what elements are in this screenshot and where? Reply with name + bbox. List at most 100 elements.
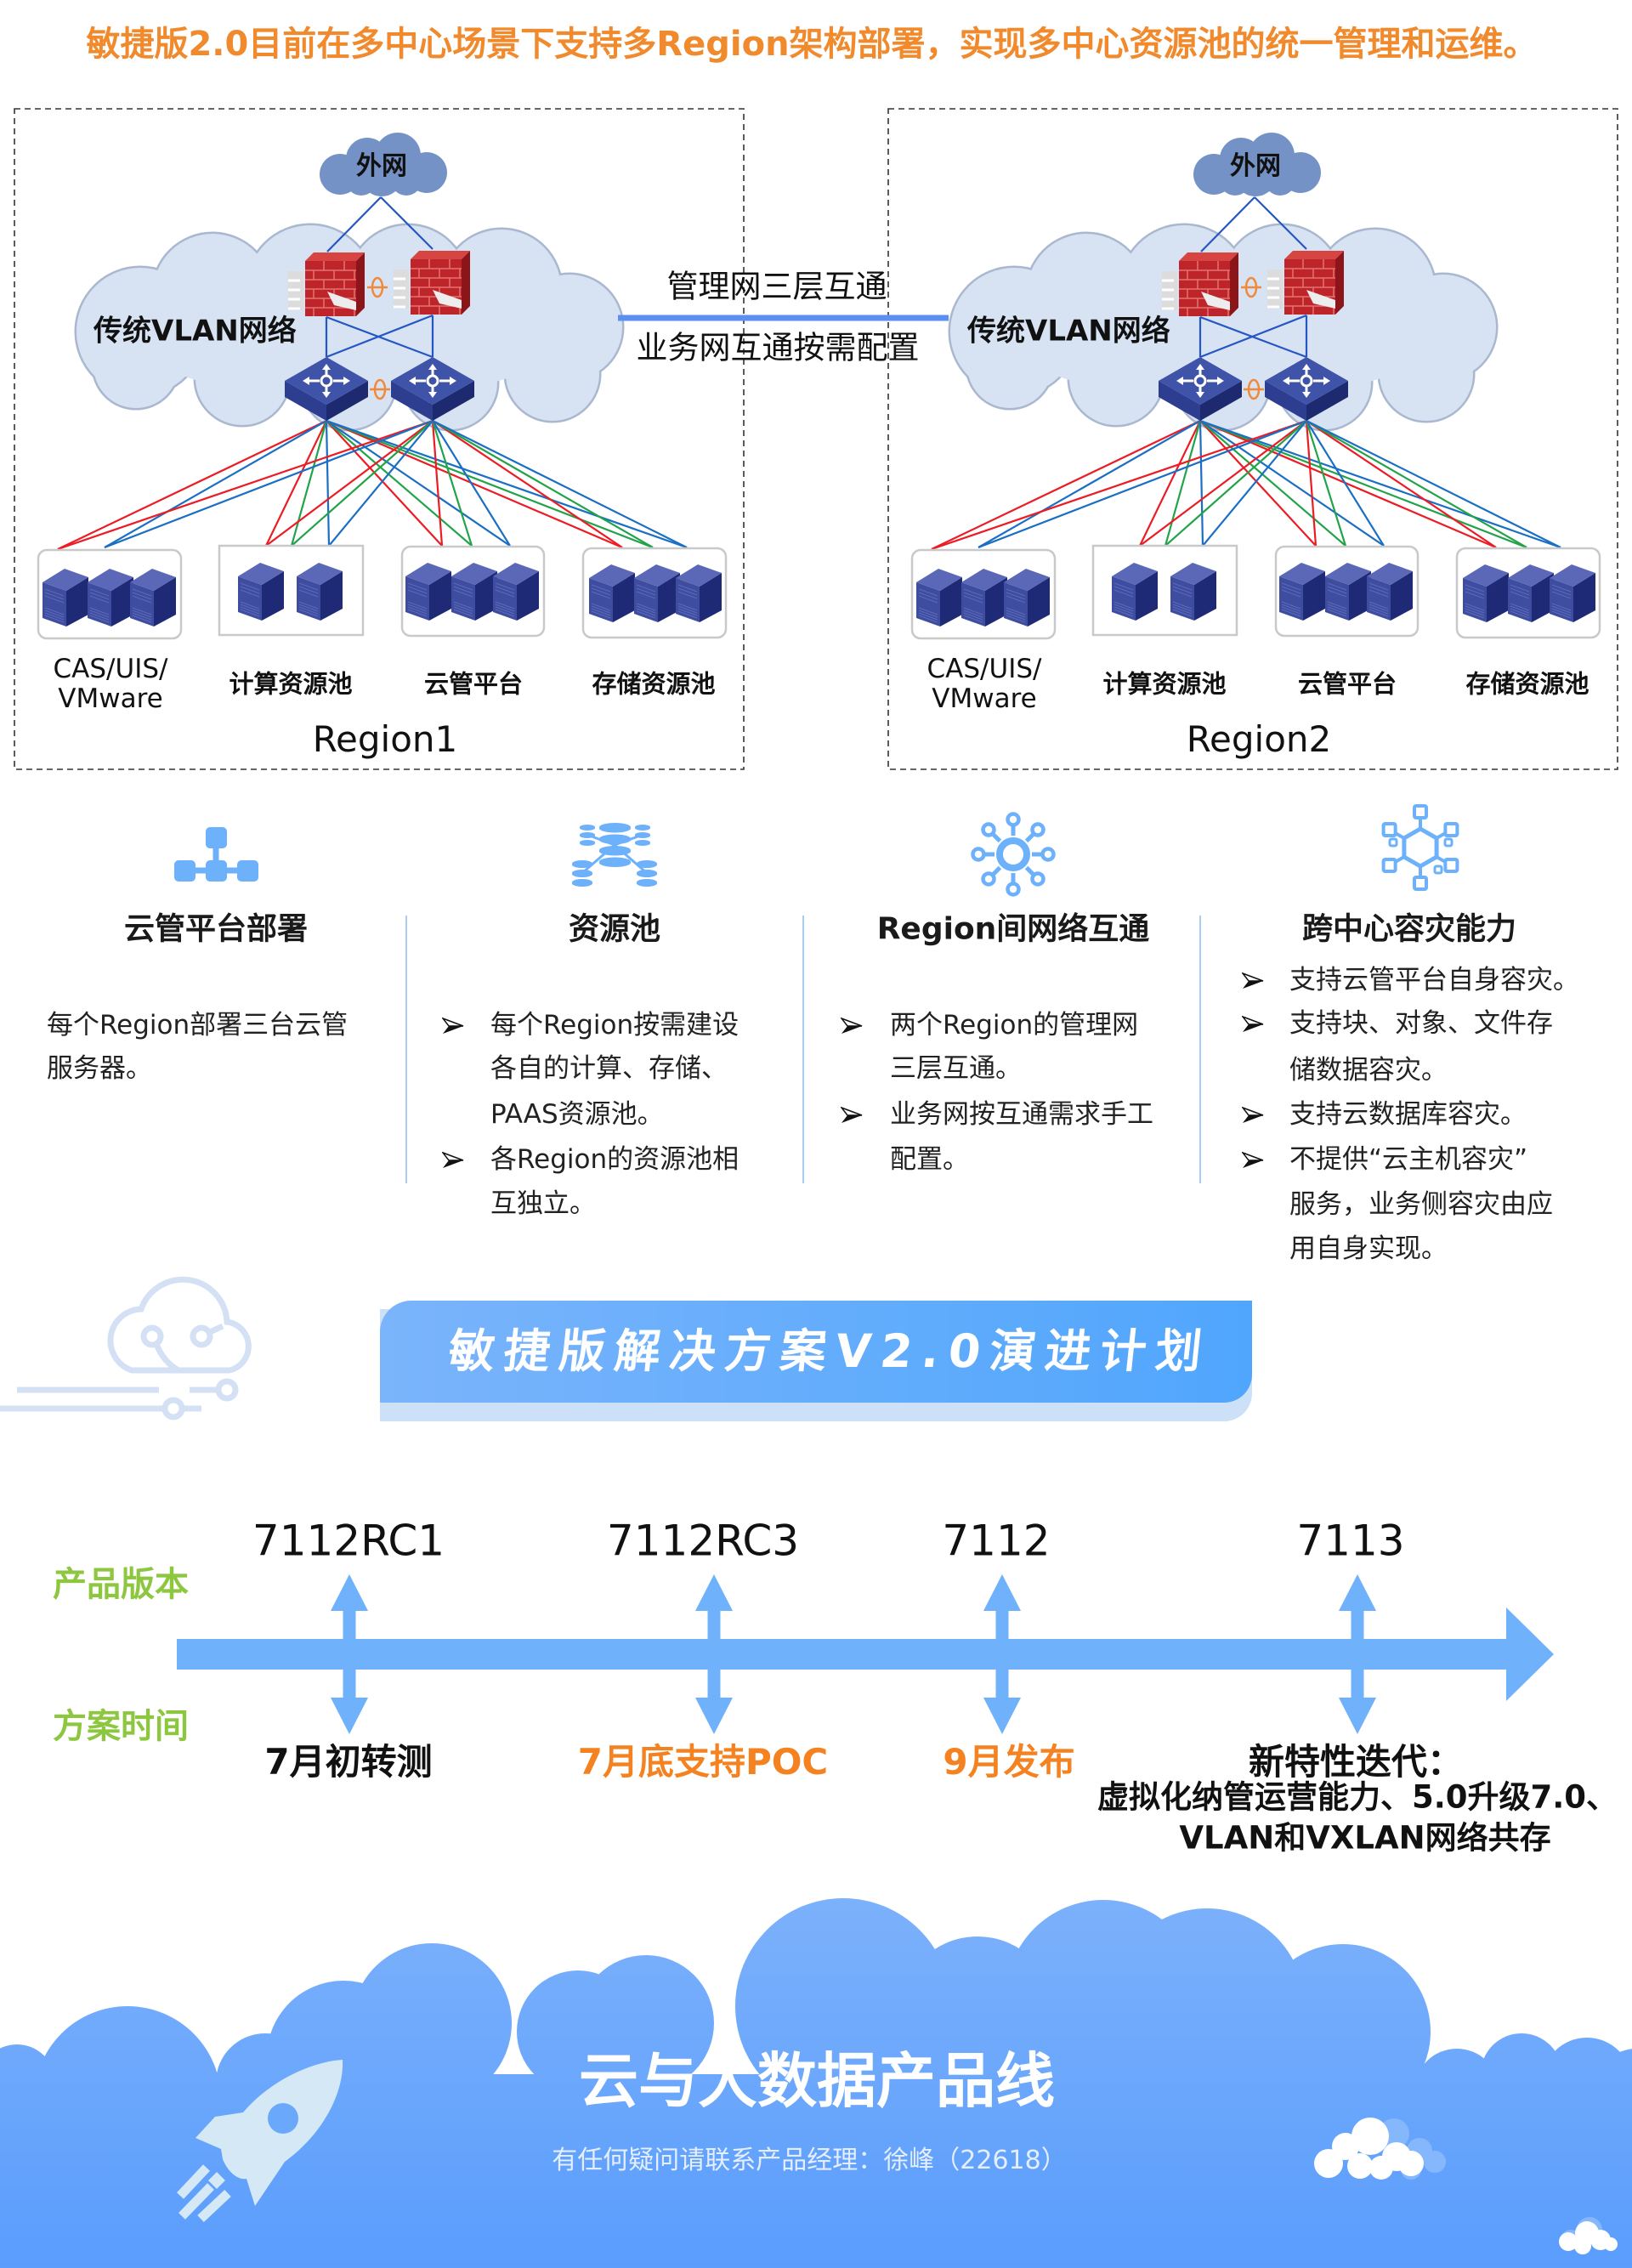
region1-downlinks bbox=[57, 419, 688, 551]
downlink-line bbox=[1202, 420, 1307, 547]
management-interconnect-label: 管理网三层互通 bbox=[666, 268, 887, 305]
uplink-line bbox=[326, 314, 434, 359]
region1-dashed-border bbox=[14, 108, 745, 770]
region1-switch-1-icon bbox=[285, 357, 368, 421]
region1-internet-cloud-icon bbox=[320, 133, 447, 196]
bullet-arrow-icon bbox=[1242, 1015, 1264, 1032]
server-front bbox=[985, 577, 1007, 627]
downlink-line bbox=[931, 420, 1201, 550]
server-front bbox=[517, 571, 539, 621]
feature-title-resource-pool: 资源池 bbox=[568, 911, 661, 947]
server-icon bbox=[1112, 563, 1158, 621]
server-icon bbox=[42, 569, 88, 627]
region2-internet-cloud-icon bbox=[1193, 133, 1321, 196]
region2-compute-pool-box bbox=[1091, 544, 1238, 637]
downlink-line bbox=[57, 420, 327, 550]
footer-title: 云与大数据产品线 bbox=[579, 2045, 1055, 2116]
region1-cloud-platform-label: 云管平台 bbox=[423, 669, 524, 699]
feature-bullet-line: 用自身实现。 bbox=[1289, 1233, 1448, 1265]
server-icon bbox=[589, 564, 635, 622]
server-icon bbox=[676, 564, 722, 622]
region1-storage-pool-box bbox=[581, 547, 728, 639]
server-icon bbox=[1004, 569, 1050, 627]
rocket-body bbox=[196, 2060, 343, 2206]
timeline-arrowhead bbox=[1506, 1607, 1554, 1701]
feature-bullet-line: 不提供“云主机容灾” bbox=[1289, 1144, 1528, 1176]
downlink-line bbox=[328, 420, 434, 547]
downlink-line bbox=[432, 420, 654, 548]
small-cloud-icon bbox=[1314, 2118, 1446, 2180]
uplink-line bbox=[1254, 196, 1307, 250]
region1-virtualization-pool-box bbox=[37, 548, 183, 640]
downlink-line bbox=[326, 420, 511, 547]
region2-cloud-platform-label: 云管平台 bbox=[1297, 669, 1397, 699]
server-front bbox=[1573, 573, 1595, 622]
region1-storage-pool-label: 存储资源池 bbox=[592, 669, 716, 699]
feature-bullet-line: 支持块、对象、文件存 bbox=[1289, 1008, 1553, 1040]
region1-virtualization-pool-label: VMware bbox=[58, 683, 163, 715]
downlink-line bbox=[432, 420, 623, 548]
timeline-bar bbox=[177, 1639, 1508, 1670]
server-top bbox=[238, 563, 284, 585]
server-icon bbox=[1170, 563, 1216, 621]
server-top bbox=[916, 569, 962, 591]
server-icon bbox=[297, 563, 343, 621]
server-top bbox=[493, 563, 539, 585]
region2-virtualization-pool-label: VMware bbox=[932, 683, 1037, 715]
server-front bbox=[1532, 573, 1554, 622]
server-front bbox=[111, 577, 133, 627]
timeline-arrow bbox=[177, 1574, 1554, 1734]
region2-switch-1-icon bbox=[1159, 357, 1242, 421]
hierarchy-icon bbox=[174, 827, 258, 882]
region2-storage-pool-box bbox=[1455, 547, 1601, 639]
roadmap-banner bbox=[380, 1301, 1252, 1421]
bullet-arrow-icon bbox=[1242, 1106, 1264, 1123]
downlink-line bbox=[325, 420, 331, 547]
region2-dashed-border bbox=[887, 108, 1618, 770]
bullet-arrow-icon bbox=[841, 1106, 863, 1123]
feature-text-line: 每个Region部署三台云管 bbox=[47, 1010, 348, 1041]
feature-bullet-line: 服务，业务侧容灾由应 bbox=[1289, 1189, 1553, 1221]
downlink-line bbox=[1164, 420, 1202, 547]
region2-internet-label: 外网 bbox=[1230, 150, 1281, 181]
server-top bbox=[1508, 564, 1554, 587]
downlink-line bbox=[1306, 420, 1385, 547]
bullet-arrow-icon bbox=[841, 1017, 863, 1034]
server-icon bbox=[961, 569, 1007, 627]
server-top bbox=[1325, 563, 1371, 585]
feature-title-region-network: Region间网络互通 bbox=[876, 911, 1150, 947]
downlink-line bbox=[1199, 420, 1385, 547]
bullet-arrow-icon bbox=[1242, 972, 1264, 989]
server-top bbox=[961, 569, 1007, 591]
milestone-detail-line: 虚拟化纳管运营能力、5.0升级7.0、 bbox=[1096, 1778, 1618, 1816]
feature-bullet-line: 两个Region的管理网 bbox=[890, 1010, 1139, 1041]
downlink-line bbox=[978, 419, 1307, 549]
feature-bullet-line: 每个Region按需建设 bbox=[490, 1010, 740, 1041]
hex-network-icon bbox=[1381, 804, 1459, 891]
downlink-line bbox=[1198, 420, 1204, 547]
server-icon bbox=[238, 563, 284, 621]
server-icon bbox=[130, 569, 176, 627]
feature-bullet-line: 三层互通。 bbox=[890, 1053, 1022, 1085]
region2-virtualization-pool-label: CAS/UIS/ bbox=[926, 654, 1042, 685]
server-top bbox=[130, 569, 176, 591]
downlink-line bbox=[1306, 420, 1497, 548]
server-icon bbox=[451, 563, 497, 621]
server-front bbox=[700, 573, 722, 622]
downlink-line bbox=[431, 420, 444, 547]
version-row-label: 产品版本 bbox=[53, 1565, 189, 1604]
downlink-line bbox=[1164, 420, 1307, 547]
feature-bullet-line: 各Region的资源池相 bbox=[490, 1144, 740, 1176]
region1-name: Region1 bbox=[312, 717, 458, 760]
region2-firewall-ha-link-icon bbox=[1241, 276, 1261, 298]
region1-vlan-network-label: 传统VLAN网络 bbox=[94, 314, 297, 349]
feature-title-disaster-recovery: 跨中心容灾能力 bbox=[1301, 911, 1517, 947]
feature-bullet-line: 储数据容灾。 bbox=[1289, 1055, 1448, 1086]
server-top bbox=[1279, 563, 1325, 585]
server-top bbox=[1004, 569, 1050, 591]
downlink-line bbox=[978, 420, 1201, 548]
downlink-line bbox=[290, 420, 328, 547]
milestone-double-arrow-icon bbox=[695, 1574, 733, 1734]
region1-compute-pool-box bbox=[218, 544, 365, 637]
region2-graphics bbox=[887, 108, 1618, 770]
